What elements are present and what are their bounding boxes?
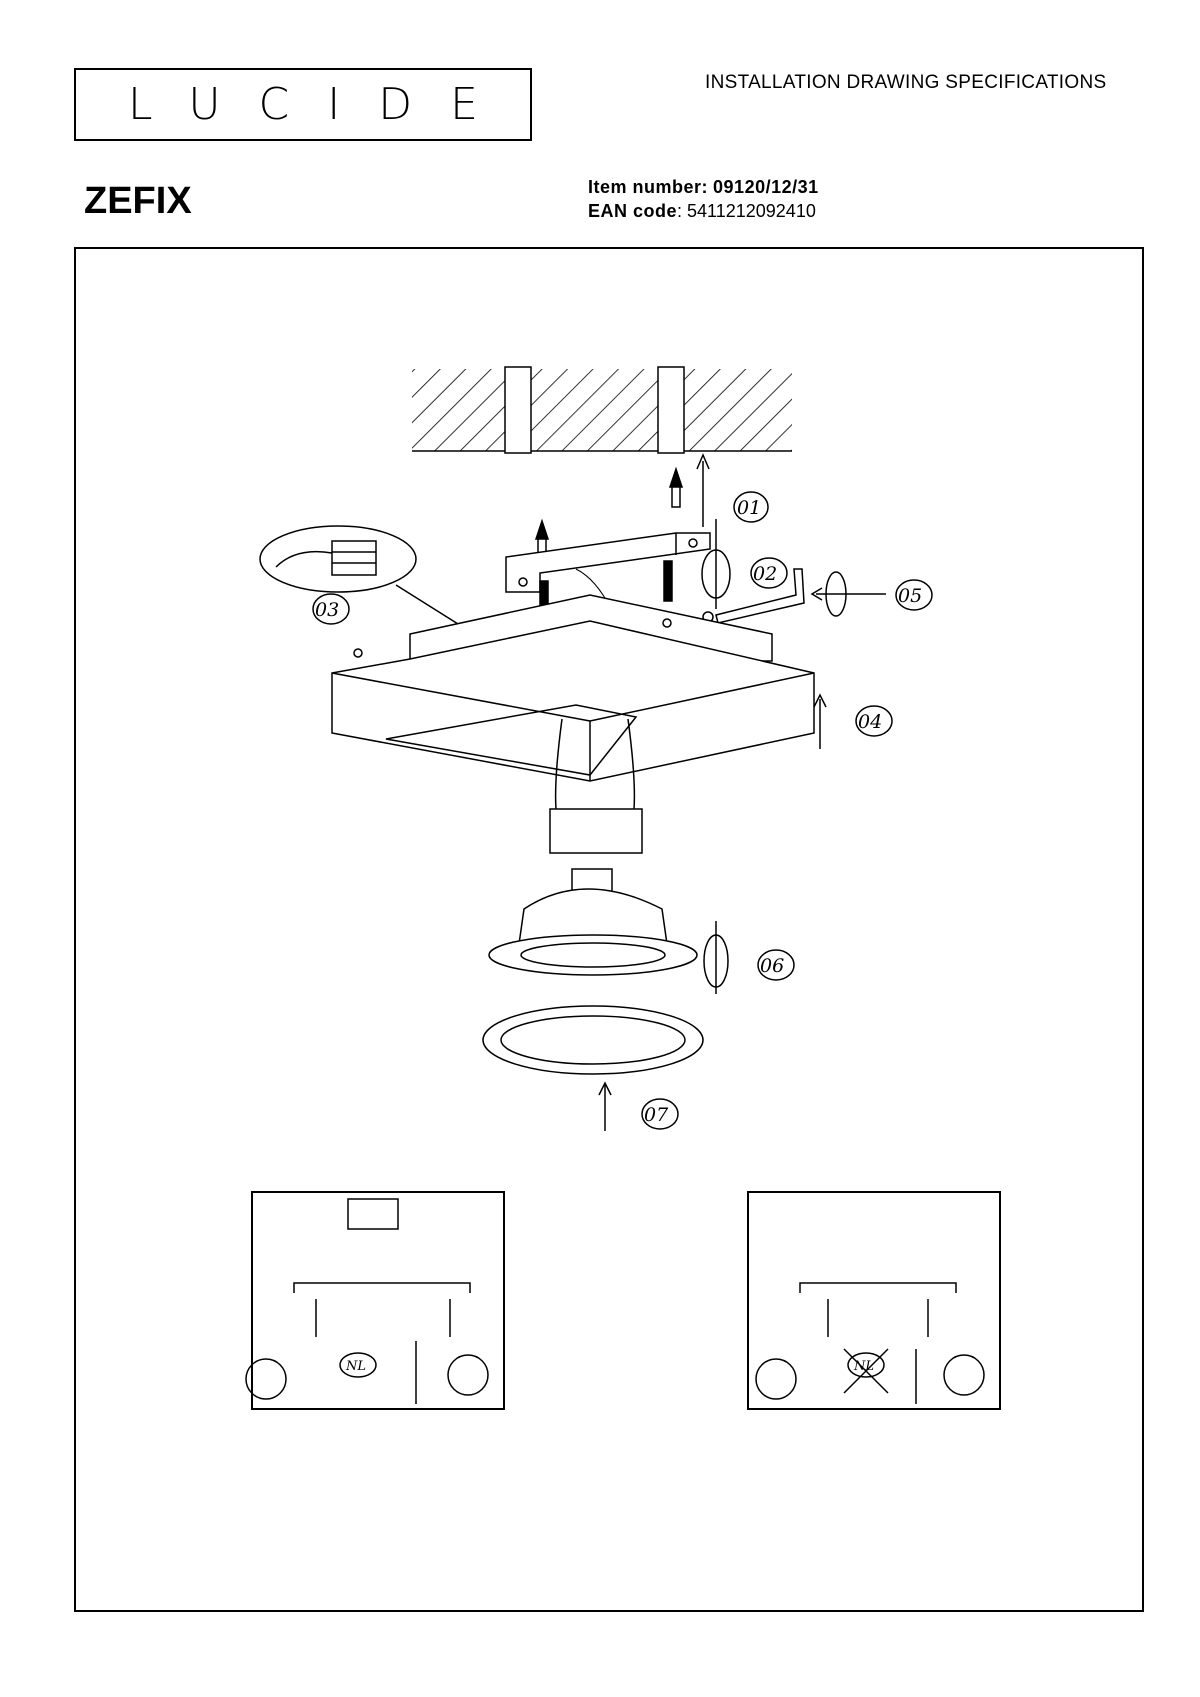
trim-ring-icon	[482, 1005, 704, 1075]
inset-left-badge-label: NL	[345, 1359, 366, 1374]
inset-left	[245, 1191, 505, 1410]
item-number-label: Item number:	[588, 177, 709, 197]
inset-right	[747, 1191, 1001, 1410]
installation-drawing: 01 02 05 03 04	[245, 366, 1001, 1410]
step-circle	[641, 1098, 679, 1130]
nl-badge	[847, 1352, 885, 1378]
product-meta: Item number: 09120/12/31 EAN code: 54112…	[588, 175, 819, 223]
fixture-body-icon	[331, 594, 815, 782]
step-06-label: 06	[760, 955, 784, 977]
step-01-label: 01	[737, 497, 761, 519]
step-circle	[757, 949, 795, 981]
drawing-frame: 01 02 05 03 04	[74, 247, 1144, 1612]
lamp-socket-icon	[549, 718, 643, 854]
screw-icon	[534, 453, 710, 562]
step-circle	[895, 579, 933, 611]
step-circle	[750, 557, 788, 589]
step-07-label: 07	[644, 1104, 669, 1126]
document-type: INSTALLATION DRAWING SPECIFICATIONS	[705, 72, 1107, 93]
inset-right-badge-label: NL	[853, 1359, 874, 1374]
brand-logo-text: LUCIDE	[128, 79, 516, 130]
step-circle	[733, 491, 769, 523]
ceiling-icon	[412, 366, 792, 454]
arrow-head	[810, 587, 823, 601]
arrow-head	[813, 693, 827, 708]
step-circle	[312, 593, 350, 625]
item-number-row: Item number: 09120/12/31	[588, 175, 819, 199]
nl-badge	[339, 1352, 377, 1378]
step-02-label: 02	[753, 563, 777, 585]
item-number-value: 09120/12/31	[713, 177, 819, 197]
arrow-head	[598, 1081, 612, 1096]
ean-code-row: EAN code: 5411212092410	[588, 199, 819, 223]
step-04-label: 04	[858, 711, 882, 733]
step-05-label: 05	[898, 585, 922, 607]
brand-logo: LUCIDE	[74, 68, 532, 141]
product-name: ZEFIX	[84, 180, 192, 222]
step-circle	[855, 705, 893, 737]
terminal-block-icon	[259, 525, 467, 630]
ean-code-value: : 5411212092410	[677, 201, 816, 221]
lamp-bulb-icon	[488, 868, 698, 976]
ean-code-label: EAN code	[588, 201, 678, 221]
step-03-label: 03	[315, 599, 339, 621]
